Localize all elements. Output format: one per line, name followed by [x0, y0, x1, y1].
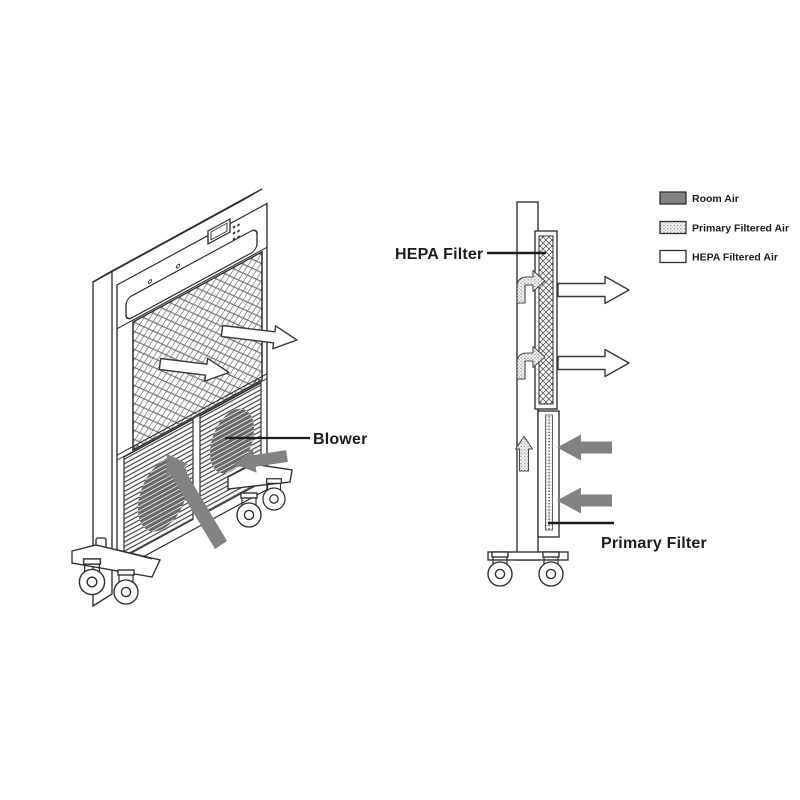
primary-air-curved-arrow-lower: [516, 345, 546, 380]
room-air-arrow-2: [557, 487, 612, 514]
legend-item-primary-filtered-air: Primary Filtered Air: [659, 220, 789, 235]
legend: Room Air Primary Filtered Air HEPA Filte…: [659, 191, 789, 264]
control-band-edge: [117, 246, 267, 330]
control-panel-band: [125, 229, 258, 320]
caster-wheel: [538, 551, 564, 587]
legend-label-room-air: Room Air: [692, 193, 739, 205]
front-panel-assembly: [116, 202, 268, 573]
caster-base-left: [71, 544, 161, 605]
legend-label-hepa-filtered-air: HEPA Filtered Air: [692, 252, 778, 264]
primary-air-curved-arrow-upper: [516, 269, 546, 304]
panel-divider-rail: [117, 378, 267, 461]
cabinet-top-face: [92, 188, 263, 283]
blower-label: Blower: [313, 431, 368, 448]
caster-wheel: [78, 558, 106, 596]
panel-divider-rail: [117, 373, 267, 456]
screw-detail: [133, 444, 139, 451]
room-air-in-arrow-front: [166, 454, 227, 549]
legend-item-room-air: Room Air: [659, 191, 739, 205]
legend-swatch-primary-filtered-air: [659, 220, 687, 235]
screw-detail: [254, 378, 260, 385]
legend-item-hepa-filtered-air: HEPA Filtered Air: [659, 249, 778, 264]
screw-detail: [147, 279, 153, 284]
hepa-air-out-arrow-1: [557, 275, 630, 305]
control-display: [207, 217, 231, 246]
caster-wheel: [262, 478, 286, 511]
primary-air-up-arrow: [514, 435, 534, 472]
hepa-air-out-arrow-upper: [220, 324, 298, 350]
primary-filter-label: Primary Filter: [601, 535, 707, 552]
mesh-outlet-panel: [132, 250, 263, 452]
control-display-screen: [210, 222, 228, 241]
primary-filter-media: [545, 414, 553, 531]
control-buttons: [232, 223, 240, 241]
caster-wheel: [487, 551, 513, 587]
side-view: HEPA Filter Primary Filter: [395, 201, 707, 587]
base-plate: [487, 551, 569, 561]
hepa-filter-media: [538, 235, 554, 405]
hepa-filter-label: HEPA Filter: [395, 246, 483, 263]
legend-label-primary-filtered-air: Primary Filtered Air: [692, 223, 789, 235]
front-view: Blower: [71, 188, 368, 608]
screw-detail: [175, 263, 181, 269]
room-air-arrow-1: [557, 434, 612, 461]
hepa-air-out-arrow-2: [557, 348, 630, 378]
blower-grille-left: [123, 418, 194, 558]
legend-swatch-room-air: [659, 191, 687, 205]
caster-wheel: [236, 492, 262, 528]
room-air-in-arrow-side: [234, 449, 288, 473]
caster-wheel: [113, 569, 139, 605]
legend-swatch-hepa-filtered-air: [659, 249, 687, 264]
hepa-air-out-arrow-lower: [158, 357, 230, 382]
